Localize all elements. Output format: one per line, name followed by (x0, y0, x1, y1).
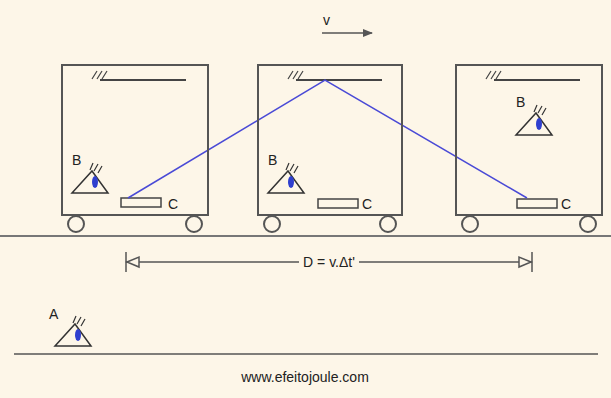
mirrors (100, 79, 580, 81)
train-car: BC (257, 64, 403, 216)
light-source (121, 198, 557, 208)
dimension-label: D = v.Δt' (299, 254, 359, 270)
ground-line (14, 353, 598, 355)
observer-label: A (49, 306, 58, 322)
observer-label: B (516, 94, 525, 110)
mirror-hatch (486, 71, 501, 79)
observer-label: B (268, 152, 277, 168)
wheels (68, 216, 596, 232)
source-label: C (561, 196, 571, 212)
source-label: C (168, 196, 178, 212)
light-ray (128, 80, 527, 198)
observer-label: B (72, 152, 81, 168)
source-label: C (362, 196, 372, 212)
mirror-hatch (288, 71, 303, 79)
dimension-line (126, 252, 532, 272)
train-car: BC (61, 64, 209, 216)
velocity-label: v (323, 12, 330, 28)
rail (0, 235, 611, 237)
watermark: www.efeitojoule.com (241, 369, 369, 385)
velocity-arrow (322, 32, 372, 34)
mirror-hatch (92, 71, 107, 79)
observer-icon (55, 316, 91, 346)
train-car: BC (455, 64, 603, 216)
